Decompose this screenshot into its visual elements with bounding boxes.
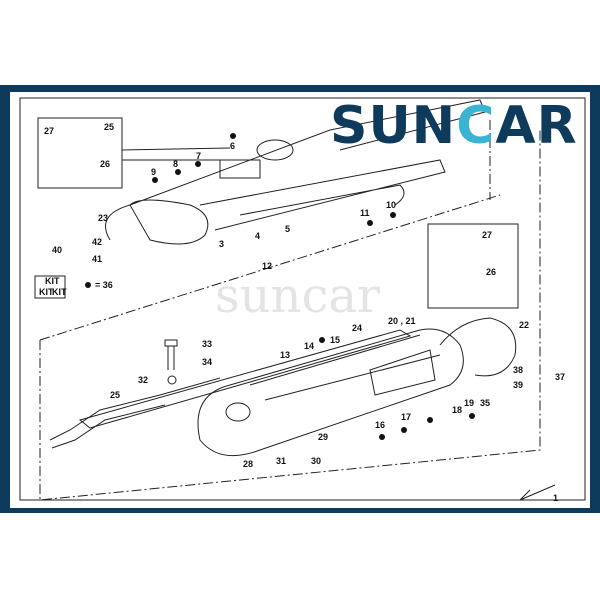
part-callout-37: 37 — [555, 372, 565, 382]
inset-box-right — [427, 223, 519, 309]
part-callout-41: 41 — [92, 254, 102, 264]
seal-kit-dot-icon — [427, 417, 433, 423]
diagram-panel — [10, 92, 590, 508]
part-callout-34: 34 — [202, 357, 212, 367]
kit-box-icon: KIT KIT KIT — [34, 275, 67, 299]
part-callout-33: 33 — [202, 339, 212, 349]
part-callout-7: 7 — [196, 151, 201, 161]
rod-eye-upper — [105, 99, 486, 245]
seal-kit-dot-icon — [319, 337, 325, 343]
part-callout-19: 19 — [464, 398, 474, 408]
part-callout-17: 17 — [401, 412, 411, 422]
watermark: suncar — [215, 268, 380, 324]
part-callout-6: 6 — [230, 141, 235, 151]
suncar-logo: SUNCAR — [330, 96, 578, 156]
seal-kit-dot-icon — [195, 161, 201, 167]
part-callout-23: 23 — [98, 213, 108, 223]
part-callout-14: 14 — [304, 341, 314, 351]
part-callout-25: 25 — [110, 390, 120, 400]
part-callout-8: 8 — [173, 159, 178, 169]
seal-kit-dot-icon — [401, 427, 407, 433]
part-callout-4: 4 — [255, 231, 260, 241]
part-callout-5: 5 — [285, 224, 290, 234]
kit-label: KIT — [39, 287, 54, 297]
part-callout-31: 31 — [276, 456, 286, 466]
seal-kit-dot-icon — [379, 434, 385, 440]
inset-box-left — [37, 117, 123, 189]
part-callout-30: 30 — [311, 456, 321, 466]
part-callout-42: 42 — [92, 237, 102, 247]
kit-label: KIT — [45, 276, 60, 286]
part-callout-39: 39 — [513, 380, 523, 390]
part-callout-1: 1 — [553, 493, 558, 503]
seal-kit-dot-icon — [85, 282, 91, 288]
part-callout-11: 11 — [360, 208, 370, 218]
part-callout-13: 13 — [280, 350, 290, 360]
piston-spring — [369, 349, 436, 396]
part-callout-24: 24 — [352, 323, 362, 333]
seal-kit-dot-icon — [367, 220, 373, 226]
cylinder-eye — [439, 317, 517, 377]
part-callout-3: 3 — [219, 239, 224, 249]
part-callout-12: 12 — [262, 261, 272, 271]
part-callout-9: 9 — [151, 167, 156, 177]
part-callout-28: 28 — [243, 459, 253, 469]
part-callout-22: 22 — [519, 320, 529, 330]
seal-kit-dot-icon — [152, 177, 158, 183]
part-callout-10: 10 — [386, 200, 396, 210]
part-callout-32: 32 — [138, 375, 148, 385]
kit-label: KIT — [52, 287, 67, 297]
part-callout-25: 25 — [104, 122, 114, 132]
part-callout-38: 38 — [513, 365, 523, 375]
part-callout-29: 29 — [318, 432, 328, 442]
seal-kit-dot-icon — [390, 212, 396, 218]
seal-kit-dot-icon — [230, 133, 236, 139]
seal-kit-dot-icon — [175, 169, 181, 175]
cylinder-barrel — [197, 328, 464, 457]
part-callout-40: 40 — [52, 245, 62, 255]
seal-kit-dot-icon — [469, 413, 475, 419]
part-callout-35: 35 — [480, 398, 490, 408]
seal-kit-legend: = 36 — [95, 280, 113, 290]
part-callout-18: 18 — [452, 405, 462, 415]
part-callout-20-21: 20 , 21 — [388, 316, 416, 326]
part-callout-26: 26 — [100, 159, 110, 169]
part-callout-27: 27 — [44, 126, 54, 136]
part-callout-26: 26 — [486, 267, 496, 277]
part-callout-16: 16 — [375, 420, 385, 430]
part-callout-15: 15 — [330, 335, 340, 345]
part-callout-27: 27 — [482, 230, 492, 240]
